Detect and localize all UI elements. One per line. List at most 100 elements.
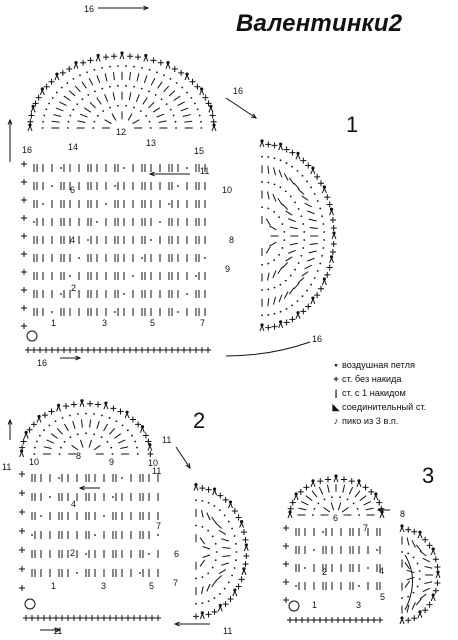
- single-crochet-mark: [368, 488, 375, 495]
- single-crochet-mark: [242, 561, 249, 568]
- single-crochet-mark: [426, 542, 433, 549]
- double-crochet-mark: [104, 73, 108, 82]
- single-crochet-mark: [329, 217, 336, 224]
- chain-mark: [63, 440, 66, 443]
- picot-mark: [199, 612, 205, 620]
- single-crochet-mark: [91, 347, 97, 353]
- chain-mark: [376, 549, 378, 551]
- double-crochet-mark: [89, 101, 96, 109]
- single-crochet-mark: [137, 615, 143, 621]
- direction-arrow: [225, 97, 257, 119]
- picot-mark: [55, 72, 59, 76]
- single-crochet-mark: [32, 100, 39, 107]
- single-crochet-mark: [21, 251, 27, 257]
- row-label: 7: [173, 578, 178, 588]
- picot-mark: [243, 544, 249, 552]
- double-crochet-mark: [143, 75, 148, 84]
- single-crochet-mark: [103, 54, 110, 61]
- chain-mark: [69, 414, 71, 417]
- picot-mark: [334, 474, 338, 478]
- double-crochet-mark: [127, 113, 133, 121]
- single-crochet-mark: [21, 269, 27, 275]
- row-label: 6: [70, 185, 75, 195]
- single-crochet-mark: [287, 617, 293, 623]
- chain-mark: [175, 82, 178, 84]
- double-crochet-mark: [53, 114, 62, 117]
- picot-mark: [54, 73, 60, 81]
- single-crochet-mark: [202, 94, 209, 101]
- single-crochet-mark: [422, 536, 429, 543]
- chain-mark: [261, 289, 263, 291]
- direction-arrow: [78, 485, 85, 491]
- single-crochet-mark: [31, 347, 37, 353]
- chain-mark: [131, 434, 134, 437]
- picot-mark: [417, 611, 423, 619]
- single-crochet-mark: [283, 579, 289, 585]
- chain-mark: [76, 103, 79, 106]
- chain-mark: [134, 440, 137, 443]
- legend-item: + ст. без накида: [330, 372, 456, 386]
- row-label: 11: [162, 435, 171, 445]
- double-crochet-mark: [283, 291, 289, 299]
- chain-mark: [79, 74, 81, 77]
- double-crochet-mark: [150, 78, 156, 86]
- chain-mark: [267, 314, 270, 316]
- single-crochet-mark: [289, 316, 296, 323]
- chain-mark: [273, 157, 276, 160]
- double-crochet-mark: [281, 203, 289, 210]
- double-crochet-mark: [96, 420, 100, 429]
- chain-mark: [358, 514, 360, 516]
- double-crochet-mark: [415, 544, 422, 552]
- picot-mark: [373, 493, 379, 501]
- single-crochet-mark: [205, 611, 212, 618]
- single-crochet-mark: [95, 401, 102, 408]
- chain-mark: [43, 114, 46, 117]
- double-crochet-mark: [168, 90, 176, 97]
- chain-mark: [316, 200, 319, 202]
- single-crochet-mark: [143, 615, 149, 621]
- double-crochet-mark: [132, 119, 140, 125]
- chain-mark: [177, 311, 179, 313]
- row-label: 12: [116, 127, 126, 137]
- double-crochet-mark: [309, 226, 318, 229]
- chain-mark: [69, 114, 72, 117]
- double-crochet-mark: [158, 120, 167, 123]
- chain-mark: [87, 94, 90, 96]
- chain-mark: [196, 108, 199, 111]
- chain-mark: [231, 574, 233, 577]
- double-crochet-mark: [72, 420, 76, 429]
- double-crochet-mark: [104, 119, 112, 125]
- single-crochet-mark: [175, 347, 181, 353]
- double-crochet-mark: [424, 581, 433, 585]
- single-crochet-mark: [149, 615, 155, 621]
- double-crochet-mark: [337, 502, 342, 511]
- single-crochet-mark: [127, 53, 134, 60]
- single-crochet-mark: [271, 142, 278, 149]
- picot-mark: [431, 593, 435, 597]
- picot-mark: [37, 414, 41, 419]
- single-crochet-mark: [434, 579, 441, 586]
- double-crochet-mark: [177, 101, 185, 107]
- chain-mark: [401, 551, 403, 553]
- row-label: 7: [363, 523, 368, 533]
- chain-mark: [121, 477, 123, 479]
- double-crochet-mark: [278, 169, 283, 178]
- single-crochet-mark: [283, 543, 289, 549]
- single-crochet-mark: [109, 347, 115, 353]
- double-crochet-mark: [128, 92, 132, 101]
- picot-mark: [357, 479, 361, 483]
- chain-mark: [163, 74, 165, 77]
- picot-mark: [79, 400, 85, 407]
- picot-mark: [31, 104, 35, 108]
- chain-mark: [279, 186, 282, 189]
- single-crochet-mark: [169, 347, 175, 353]
- double-crochet-mark: [55, 107, 64, 112]
- chain-mark: [218, 509, 221, 512]
- chain-mark: [172, 114, 175, 117]
- double-crochet-mark: [74, 85, 81, 93]
- chain-mark: [356, 507, 359, 510]
- single-crochet-mark: [145, 347, 151, 353]
- chain-mark: [93, 433, 96, 436]
- chain-mark: [412, 591, 415, 594]
- chain-mark: [140, 87, 143, 90]
